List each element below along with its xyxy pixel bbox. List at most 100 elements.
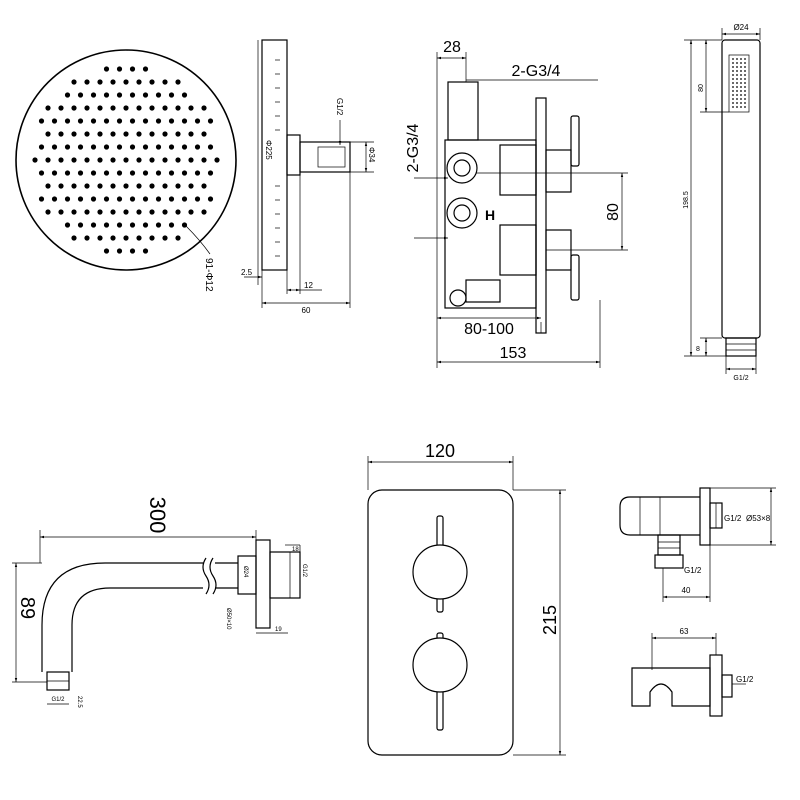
nozzle-dot	[194, 170, 201, 176]
nozzle-dot	[71, 235, 77, 241]
spray-nozzle-dot	[744, 94, 746, 96]
wall-outlet-projection-label: 40	[682, 586, 691, 595]
nozzle-dot	[155, 92, 162, 98]
spray-nozzle-dot	[736, 98, 738, 100]
nozzle-dot	[129, 248, 136, 254]
nozzle-dot	[175, 235, 181, 241]
nozzle-dot	[58, 131, 64, 137]
nozzle-dot	[64, 118, 71, 124]
nozzle-dot	[90, 144, 97, 150]
nozzle-dot	[110, 79, 116, 85]
nozzle-pattern	[32, 66, 220, 254]
nozzle-dot	[181, 170, 188, 176]
nozzle-dot	[155, 118, 162, 124]
spray-nozzle-dot	[744, 66, 746, 68]
nozzle-dot	[136, 105, 142, 111]
holder-thread-label: G1/2	[736, 675, 754, 684]
nozzle-dot	[38, 196, 45, 202]
nozzle-dot	[149, 183, 155, 189]
nozzle-dot	[207, 144, 214, 150]
nozzle-dot	[162, 105, 168, 111]
valve-faceplate: 120 215	[367, 441, 566, 756]
pipe-dia-label: Ø24	[242, 566, 248, 578]
nozzle-dot	[142, 222, 149, 228]
nozzle-dot	[162, 183, 168, 189]
nozzle-dot	[149, 79, 155, 85]
cold-port	[446, 152, 478, 184]
nozzle-dot	[123, 183, 129, 189]
hand-shower: Ø24 80 198.5 8 G1/2	[683, 23, 761, 382]
spray-nozzle-dot	[740, 62, 742, 64]
spray-nozzle-dot	[740, 90, 742, 92]
spray-nozzle-dot	[736, 94, 738, 96]
nozzle-dot	[90, 196, 97, 202]
nozzle-dot	[201, 131, 207, 137]
nozzle-dot	[123, 157, 129, 163]
nozzle-dot	[64, 196, 71, 202]
spray-nozzle-dot	[732, 102, 734, 104]
wall-outlet-thread-label: G1/2	[724, 514, 742, 523]
spray-nozzle-dot	[744, 86, 746, 88]
head-diameter-label: Φ225	[264, 140, 273, 160]
nozzle-dot	[168, 144, 175, 150]
hot-port	[446, 197, 478, 229]
outlet-thread-label: G1/2	[51, 697, 65, 703]
wall-thread-label: G1/2	[301, 564, 307, 578]
holder-body	[631, 667, 711, 707]
upper-cartridge	[499, 144, 537, 196]
spray-nozzle-dot	[732, 74, 734, 76]
nozzle-dot	[32, 157, 38, 163]
arm-flange	[255, 539, 271, 629]
spray-nozzle-dot	[736, 102, 738, 104]
nozzle-dot	[110, 209, 116, 215]
head-swivel	[286, 134, 301, 176]
nozzle-dot	[110, 157, 116, 163]
break-symbol	[202, 557, 210, 595]
spray-nozzle-dot	[744, 62, 746, 64]
head-thread-label: G1/2	[335, 98, 344, 116]
holder-nut	[721, 674, 733, 698]
nozzle-dot	[90, 118, 97, 124]
spray-nozzle-dot	[736, 78, 738, 80]
nozzle-dot	[194, 196, 201, 202]
wall-depth-label: 80-100	[464, 321, 514, 338]
spray-nozzle-dot	[736, 82, 738, 84]
nozzle-dot	[45, 157, 51, 163]
nozzle-dot	[123, 131, 129, 137]
nozzle-dot	[168, 222, 175, 228]
nozzle-dot	[155, 196, 162, 202]
nozzle-dot	[149, 105, 155, 111]
nozzle-dot	[103, 248, 110, 254]
nozzle-dot	[136, 131, 142, 137]
spray-nozzle-dot	[744, 74, 746, 76]
spray-nozzle-dot	[732, 66, 734, 68]
nozzle-dot	[188, 183, 194, 189]
spray-nozzle-dot	[740, 82, 742, 84]
nozzle-dot	[142, 92, 149, 98]
faceplate-width-label: 120	[425, 441, 455, 461]
hand-shower-thread-label: G1/2	[733, 375, 748, 382]
spray-nozzle-dot	[736, 66, 738, 68]
outlet-stub	[465, 279, 501, 303]
nozzle-dot	[168, 118, 175, 124]
arm-length-label: 300	[145, 497, 170, 534]
nozzle-dot	[51, 196, 58, 202]
nozzle-dot	[84, 209, 90, 215]
outlets-side-label: 2-G3/4	[405, 123, 422, 172]
nozzle-dot	[45, 209, 51, 215]
nozzle-dot	[207, 196, 214, 202]
nozzle-dot	[38, 144, 45, 150]
nozzle-dot	[129, 196, 136, 202]
head-connector	[299, 141, 351, 173]
nozzle-dot	[110, 131, 116, 137]
nozzle-dot	[103, 118, 110, 124]
flange-width-label: 19	[275, 627, 282, 633]
nozzle-dot	[175, 105, 181, 111]
outlet-flange	[699, 487, 711, 546]
nozzle-dot	[155, 144, 162, 150]
nozzle-dot	[136, 157, 142, 163]
nozzle-dot	[116, 170, 123, 176]
handle-spacing-label: 80	[605, 203, 622, 221]
spray-nozzle-dot	[736, 70, 738, 72]
face-length-label: 80	[698, 84, 705, 92]
